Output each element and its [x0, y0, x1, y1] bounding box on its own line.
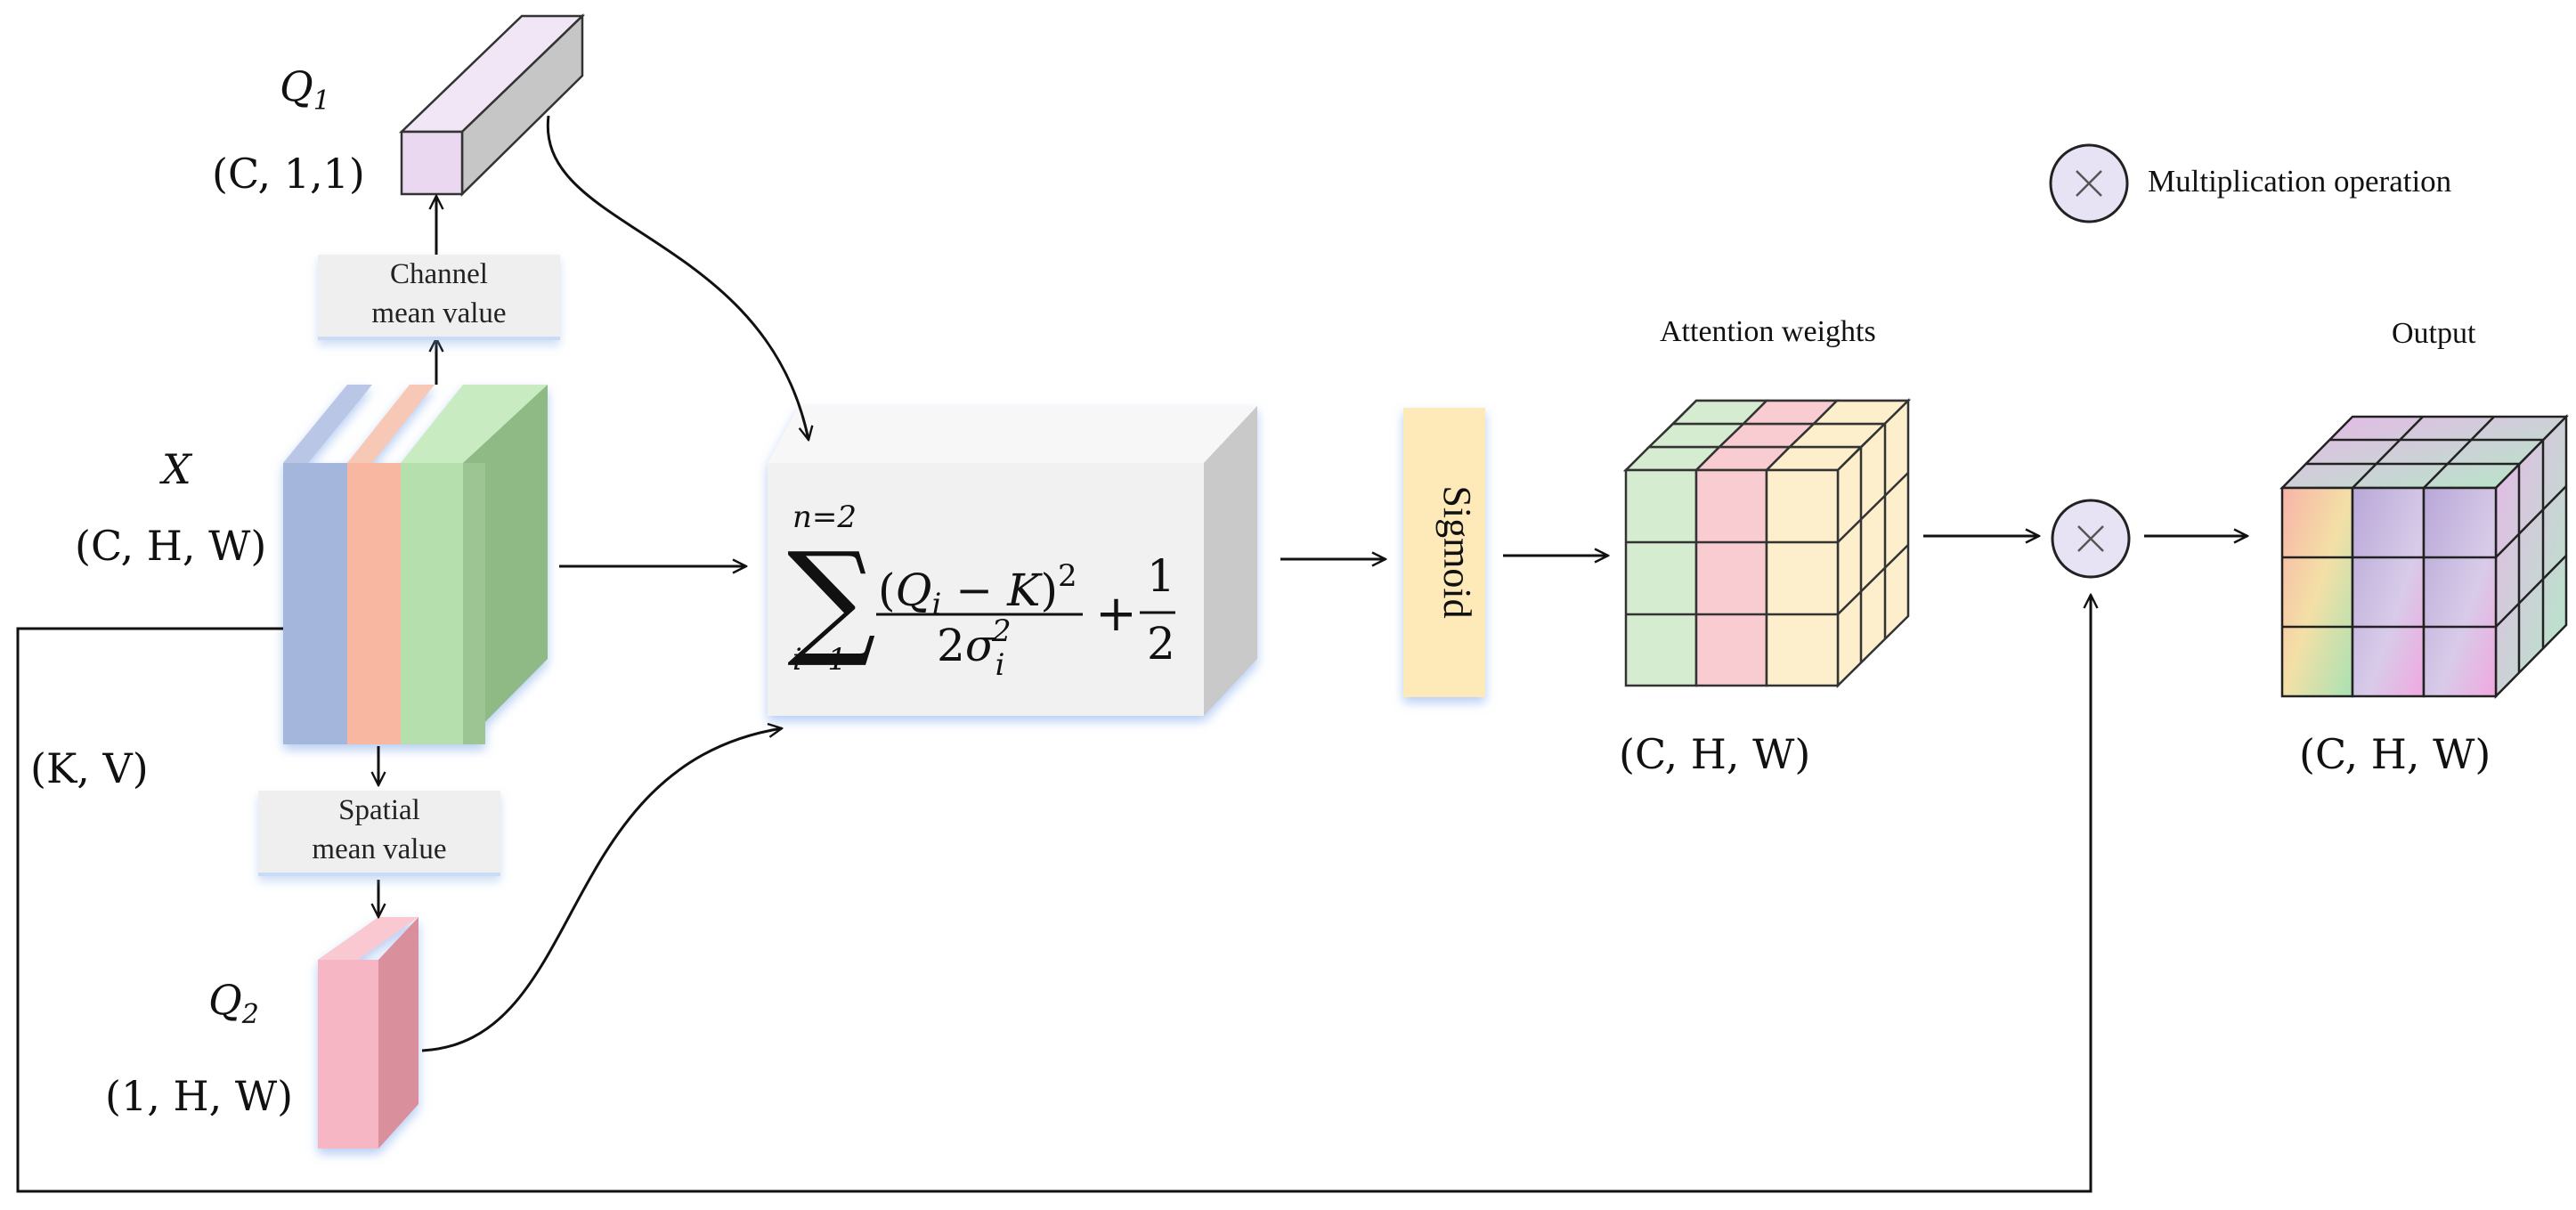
q2-shape: (1, H, W) — [105, 1072, 294, 1120]
sigmoid-bar — [1403, 408, 1485, 697]
x-symbol: X — [162, 445, 191, 493]
formula-plus: + — [1095, 585, 1137, 643]
x-shape: (C, H, W) — [75, 522, 267, 570]
formula-sum-upper: n=2 — [792, 499, 857, 535]
formula-half-den: 2 — [1147, 618, 1175, 670]
q1-bar — [398, 13, 586, 197]
attention-shape: (C, H, W) — [1619, 730, 1811, 778]
legend-text: Multiplication operation — [2148, 164, 2452, 199]
sigmoid-label: Sigmoid — [1435, 485, 1479, 618]
attention-cube — [1622, 398, 1912, 688]
curve-q1-to-formula — [546, 115, 809, 440]
q1-shape: (C, 1,1) — [212, 150, 365, 198]
input-tensor-x — [283, 385, 548, 744]
output-title: Output — [2392, 317, 2476, 350]
formula-half-num: 1 — [1147, 550, 1175, 602]
attention-title: Attention weights — [1660, 315, 1876, 348]
formula-sum-symbol: ∑ — [787, 526, 876, 671]
q2-bar — [318, 917, 418, 1149]
q2-symbol: Q2 — [208, 976, 259, 1031]
spatial-mean-line1: Spatial — [338, 794, 420, 826]
output-cube — [2279, 413, 2569, 700]
connectors — [16, 115, 2247, 1193]
formula-sum-lower: i=1 — [792, 642, 847, 678]
channel-mean-line1: Channel — [390, 258, 488, 290]
formula-numerator: (Qi − K)2 — [878, 558, 1077, 622]
spatial-mean-line2: mean value — [312, 833, 447, 865]
channel-mean-line2: mean value — [371, 297, 507, 329]
spatial-mean-box: Spatial mean value — [258, 791, 500, 876]
kv-skip-path — [16, 595, 2091, 1193]
output-shape: (C, H, W) — [2299, 730, 2491, 778]
curve-q2-to-formula — [421, 728, 782, 1052]
q1-symbol: Q1 — [280, 62, 330, 118]
multiply-node-icon — [2051, 499, 2131, 579]
legend-multiply-icon — [2049, 143, 2129, 223]
kv-label: (K, V) — [30, 744, 149, 792]
channel-mean-box: Channel mean value — [318, 255, 560, 340]
formula-box — [768, 406, 1257, 716]
